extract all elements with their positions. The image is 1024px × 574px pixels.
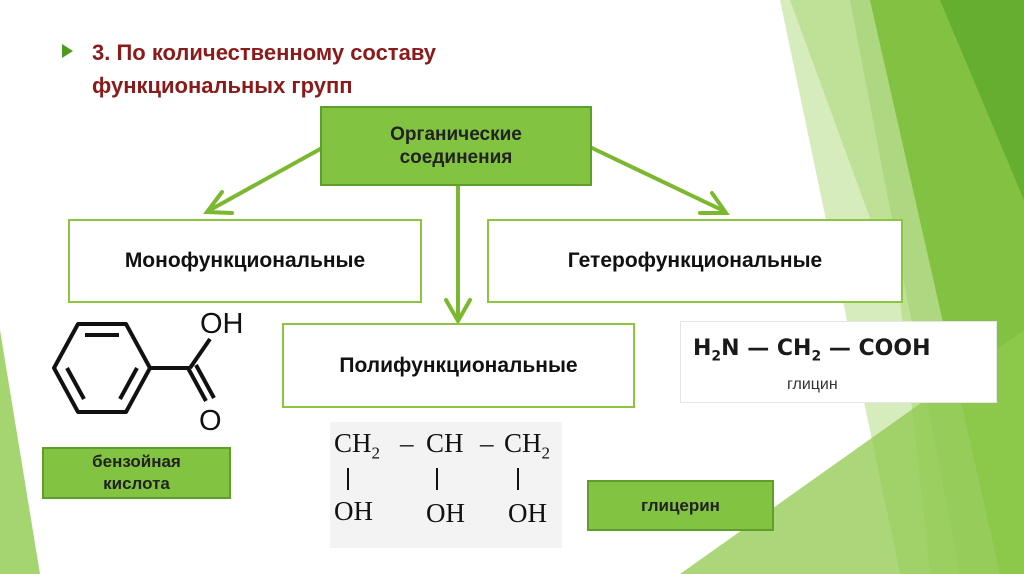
glycerol-ch: CH [426,428,464,458]
benzene-ring [52,322,152,414]
bg-green-shape-5 [940,0,1024,200]
benzoic-label-line-2: кислота [103,474,170,493]
benzoic-label-line-1: бензойная [92,452,181,471]
bg-green-shape-left [0,330,40,574]
arrow-to-mono-head [203,190,234,215]
glycerol-ch2-b: CH2 [504,428,551,463]
glycerol-oh-1: OH [334,496,373,526]
benzene-inner-bond-3 [65,367,86,400]
benzoic-o-label: O [199,405,222,437]
glycine-name: глицин [787,376,838,393]
glycerol-dash-2: – [480,428,494,458]
arrow-to-hetero [590,146,726,213]
slide-title: 3. По количественному составу функционал… [92,36,436,102]
hetero-box: Гетерофункциональные [487,219,903,303]
glycerol-bond-1 [347,468,349,490]
glycerol-ch2-a: CH2 [334,428,381,463]
root-box: Органические соединения [320,106,592,186]
glycerol-label: глицерин [587,480,774,531]
glycine-card: H2N — CH2 — COOH глицин [680,321,997,403]
glycerol-bond-3 [517,468,519,490]
root-line-2: соединения [399,147,513,168]
glycine-formula: H2N — CH2 — COOH [693,336,931,365]
benzoic-oh-label: OH [200,308,244,340]
benzene-inner-bond-2 [118,367,139,400]
bond-carbon-o-double-a [186,367,208,402]
bond-carbon-oh [188,337,212,370]
title-line-2: функциональных групп [92,73,353,98]
mono-box: Монофункциональные [68,219,422,303]
arrow-to-hetero-head [698,191,730,215]
title-line-1: 3. По количественному составу [92,40,437,65]
benzoic-acid-label: бензойная кислота [42,447,231,499]
arrow-to-poly-head [444,298,472,326]
glycerol-structure: CH2 – CH – CH2 OH OH OH [330,422,562,548]
glycerol-oh-2: OH [426,498,465,528]
arrow-to-mono [208,146,324,212]
glycerol-dash-1: – [400,428,414,458]
bond-carbon-o-double-b [194,364,216,399]
poly-box: Полифункциональные [282,323,635,408]
glycerol-bond-2 [436,468,438,490]
root-line-1: Органические [390,124,522,145]
benzoic-acid-structure [52,322,216,414]
glycerol-oh-3: OH [508,498,547,528]
title-bullet-icon [62,44,73,58]
